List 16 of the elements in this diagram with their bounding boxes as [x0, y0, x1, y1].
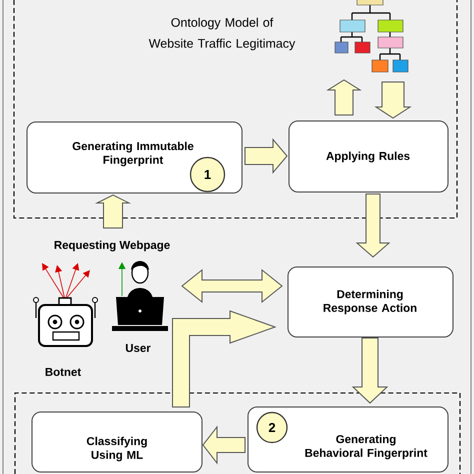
process-box: Applying Rules: [288, 120, 448, 192]
block-arrow: [374, 82, 412, 119]
block-arrow: [172, 310, 276, 408]
block-arrow: [202, 426, 246, 464]
node-caption: Botnet: [46, 368, 81, 376]
node-caption: Ontology Model of Website Traffic Legitimacy: [148, 18, 296, 50]
block-arrow: [94, 194, 132, 228]
process-box: Determining Response Action: [288, 266, 454, 338]
block-arrow: [244, 138, 288, 174]
block-arrow: [326, 79, 362, 116]
node-caption: User: [126, 344, 151, 352]
block-arrow: [352, 338, 388, 404]
block-arrow: [356, 194, 390, 258]
node-text: Requesting Webpage: [54, 240, 170, 252]
process-box: Classifying Using ML: [32, 412, 202, 472]
block-arrow: [181, 268, 283, 304]
